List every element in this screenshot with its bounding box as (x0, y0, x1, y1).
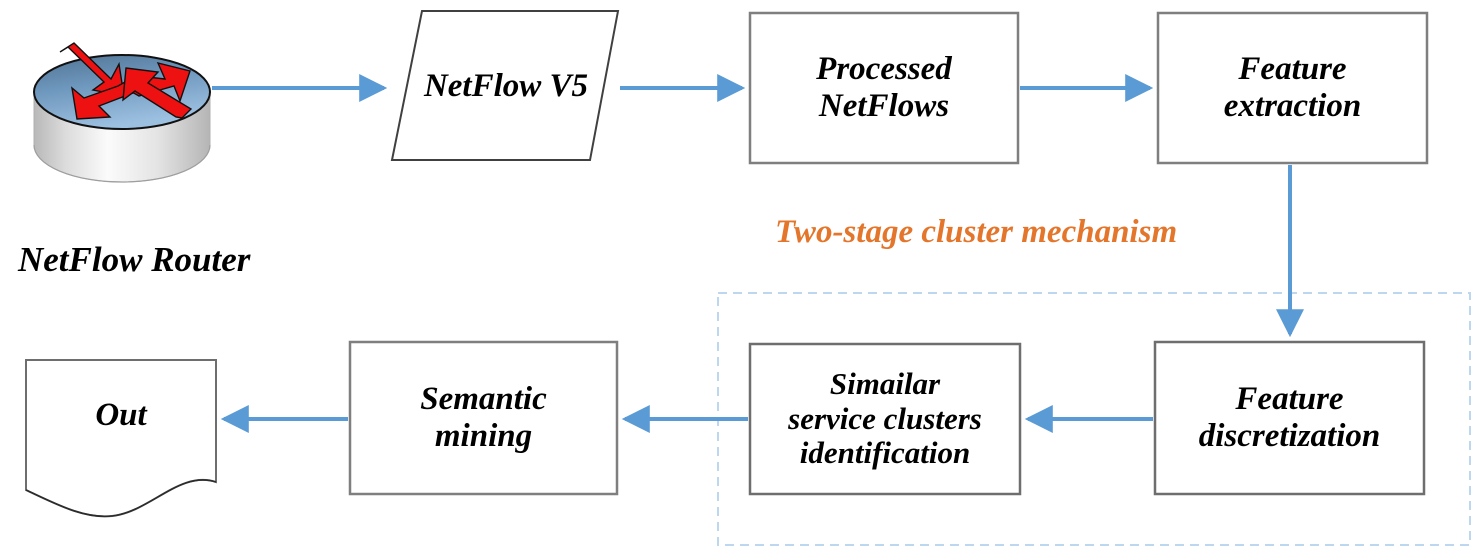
feature-extraction-shape[interactable] (1156, 11, 1429, 165)
router-cylinder-icon (33, 42, 211, 183)
similar-service-clusters-shape[interactable] (748, 342, 1022, 496)
out-document-shape[interactable] (25, 359, 217, 518)
feature-discretization-shape[interactable] (1153, 340, 1426, 496)
two-stage-group-label: Two-stage cluster mechanism (775, 214, 1178, 250)
router-caption: NetFlow Router (18, 240, 251, 279)
netflow-v5-shape[interactable] (390, 10, 620, 161)
processed-netflows-shape[interactable] (748, 11, 1020, 165)
semantic-mining-shape[interactable] (348, 340, 619, 496)
